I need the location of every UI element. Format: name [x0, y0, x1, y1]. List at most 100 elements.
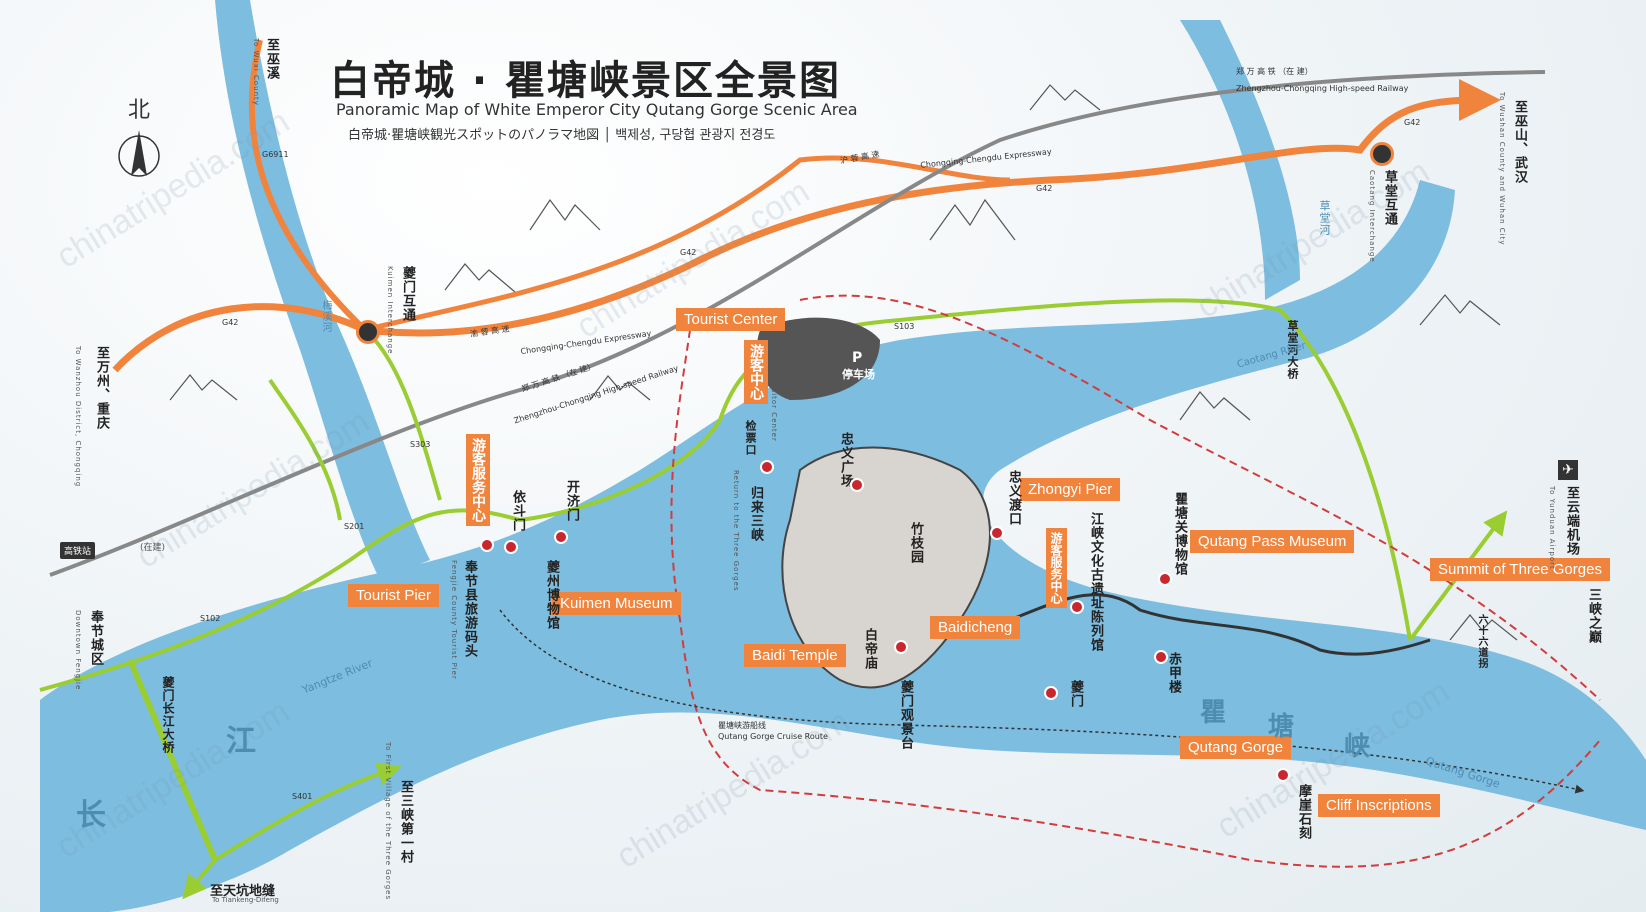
visitor-service-center-sign[interactable]: 游客服务中心 [466, 434, 490, 526]
map-title-en: Panoramic Map of White Emperor City Quta… [336, 100, 858, 119]
hsr-station-note: (在建) [140, 543, 166, 553]
qutang-cn-3: 峡 [1344, 732, 1371, 762]
tag-tourist-pier[interactable]: Tourist Pier [348, 584, 440, 607]
airplane-icon: ✈ [1558, 460, 1578, 480]
poi-zhongyi-ferry[interactable] [990, 526, 1004, 540]
place-return: 归来三峡 [748, 486, 763, 542]
place-fengjie-city-en: Downtown Fengjie [74, 610, 82, 691]
place-kaiji-gate: 开济门 [564, 480, 579, 522]
place-ticket: 检票口 [744, 420, 757, 456]
poi-baidi-temple[interactable] [894, 640, 908, 654]
place-summit: 三峡之巅 [1586, 588, 1601, 644]
road-g42-c: G42 [1036, 184, 1053, 193]
tag-summit[interactable]: Summit of Three Gorges [1430, 558, 1610, 581]
place-rt66: 六十六道拐 [1476, 614, 1487, 669]
tag-qutang-gorge[interactable]: Qutang Gorge [1180, 736, 1292, 759]
poi-cliff[interactable] [1276, 768, 1290, 782]
place-qutang-museum: 瞿塘关博物馆 [1172, 492, 1187, 576]
place-bamboo-garden: 竹枝园 [908, 522, 923, 564]
visitor-center-en: Visitor Center [770, 380, 778, 442]
place-caotang-interchange-en: Caotang Interchange [1368, 170, 1376, 263]
tag-qutang-pass-museum[interactable]: Qutang Pass Museum [1190, 530, 1355, 553]
kuimen-interchange-marker[interactable] [356, 320, 380, 344]
place-cliff: 摩崖石刻 [1296, 784, 1311, 840]
dir-wanzhou-en: To Wanzhou District, Chongqing [74, 346, 82, 488]
poi-chijia-tower[interactable] [1154, 650, 1168, 664]
poi-culture-site[interactable] [1070, 600, 1084, 614]
place-kuimen-interchange: 夔门互通 [400, 266, 415, 322]
tag-zhongyi-pier[interactable]: Zhongyi Pier [1020, 478, 1121, 501]
tag-tourist-center[interactable]: Tourist Center [676, 308, 786, 331]
place-culture-site: 江峡文化古遗址陈列馆 [1088, 512, 1103, 652]
tag-baidicheng[interactable]: Baidicheng [930, 616, 1021, 639]
dir-wuxi: 至巫溪 [264, 38, 279, 80]
qutang-cn-1: 瞿 [1200, 698, 1227, 728]
poi-zhongyi-square[interactable] [850, 478, 864, 492]
place-kuimen: 夔门 [1068, 680, 1083, 708]
visitor-service-center-sign-2[interactable]: 游客服务中心 [1046, 528, 1067, 608]
caotang-river-cn: 草堂河 [1318, 200, 1331, 236]
place-yidou-gate: 依斗门 [510, 490, 525, 532]
dir-tiankeng: 至天坑地缝 [210, 884, 276, 899]
road-g42-d: G42 [1404, 118, 1421, 127]
place-fengjie-city: 奉节城区 [88, 610, 103, 666]
expressway-g42 [112, 79, 1501, 373]
road-s303: S303 [410, 440, 431, 449]
place-kuimen-interchange-en: Kuimen Interchange [386, 266, 394, 355]
cruise-route [499, 609, 1585, 794]
place-zhongyi-ferry: 忠义渡口 [1006, 470, 1021, 526]
place-fengjie-pier: 奉节县旅游码头 [462, 560, 477, 658]
poi-kuimen[interactable] [1044, 686, 1058, 700]
dir-wushan-en: To Wushan County and Wuhan City [1498, 92, 1506, 246]
poi-kaiji-gate[interactable] [554, 530, 568, 544]
place-zhongyi-square: 忠义广场 [838, 432, 853, 488]
parking-label: 停车场 [842, 368, 875, 381]
tag-kuimen-museum[interactable]: Kuimen Museum [552, 592, 681, 615]
hsr-railway [49, 70, 1546, 577]
map-title-multilang: 白帝城·瞿塘峡観光スポットのパノラマ地図 │ 백제성, 구당협 관광지 전경도 [348, 128, 776, 143]
dir-tiankeng-en: To Tiankeng-Difeng [212, 896, 279, 904]
dir-first-village-en: To First Village of the Three Gorges [384, 742, 392, 901]
place-kuimen-platform: 夔门观景台 [898, 680, 913, 750]
place-kuizhou-museum: 夔州博物馆 [544, 560, 559, 630]
scenic-route-dashed [670, 294, 1601, 868]
meixi-river [215, 0, 430, 580]
tag-baidi-temple[interactable]: Baidi Temple [744, 644, 846, 667]
local-roads [39, 298, 1508, 900]
road-g42-a: G42 [222, 318, 239, 327]
hsr-station-badge[interactable]: 高铁站 [60, 542, 96, 559]
poi-ticket[interactable] [760, 460, 774, 474]
poi-kuizhou-museum[interactable] [504, 540, 518, 554]
map-title: 白帝城 · 瞿塘峡景区全景图 [330, 58, 842, 104]
north-label: 北 [127, 98, 150, 123]
place-fengjie-pier-en: Fengjie County Tourist Pier [450, 560, 458, 680]
tag-cliff-inscriptions[interactable]: Cliff Inscriptions [1318, 794, 1440, 817]
road-s401: S401 [292, 792, 313, 801]
caotang-interchange-marker[interactable] [1370, 142, 1394, 166]
poi-yidou-gate[interactable] [480, 538, 494, 552]
dir-wanzhou: 至万州、重庆 [94, 346, 109, 430]
dir-wushan: 至巫山、武汉 [1512, 100, 1527, 184]
parking-p-icon: P [852, 350, 863, 366]
place-chijia-tower: 赤甲楼 [1166, 652, 1181, 694]
hsr2-label: 郑 万 高 铁 （在 建） [1236, 67, 1313, 76]
hsr2-label-en: Zhengzhou-Chongqing High-speed Railway [1236, 84, 1409, 93]
cliff-road [1009, 593, 1431, 656]
north-arrow-icon [118, 130, 160, 177]
place-bridge: 夔门长江大桥 [161, 676, 175, 754]
yangtze-cn-2: 江 [226, 724, 256, 759]
meixi-river-label: 梅溪河 [320, 300, 331, 333]
road-s201: S201 [344, 522, 365, 531]
road-s103: S103 [894, 322, 915, 331]
dir-first-village: 至三峡第一村 [398, 780, 413, 864]
dir-airport: 至云端机场 [1564, 486, 1579, 556]
highway-link [364, 155, 1011, 333]
poi-qutang-museum[interactable] [1158, 572, 1172, 586]
visitor-center-area [756, 317, 880, 400]
visitor-center-sign[interactable]: 游客中心 [744, 340, 768, 404]
road-g6911: G6911 [262, 150, 289, 159]
place-caotang-interchange: 草堂互通 [1382, 170, 1397, 226]
place-return-en: Return to the Three Gorges [732, 470, 740, 592]
